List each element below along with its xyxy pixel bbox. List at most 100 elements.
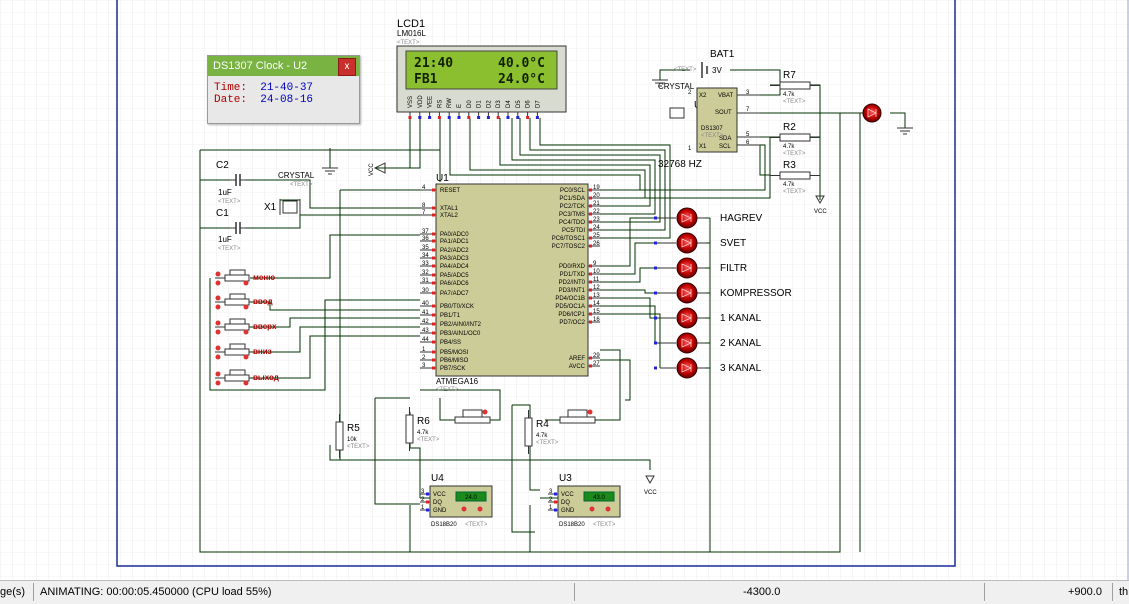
mcu-pin-name: PD2/INT0 — [559, 280, 586, 286]
c1-value: 1uF — [218, 235, 232, 244]
sensor-reading: 24.0 — [465, 495, 477, 501]
crystal-x1[interactable]: CRYSTAL <TEXT> X1 — [264, 171, 315, 215]
sensor-ref: U3 — [559, 473, 572, 484]
mcu-pin-num: 41 — [422, 310, 429, 316]
mcu-pin-num: 34 — [422, 253, 429, 259]
button-1[interactable]: меню — [215, 269, 275, 286]
button-3[interactable]: вверх — [215, 318, 277, 335]
lcd-pin-label: VEE — [428, 96, 434, 108]
sensor-model: DS18B20 — [431, 522, 457, 528]
resistor-r2[interactable]: R24.7k<TEXT> — [770, 122, 820, 157]
button-5[interactable]: выход — [215, 369, 279, 386]
rtc-pin-sout: SOUT — [715, 110, 732, 116]
mcu-pin-name: PC4/TDO — [559, 220, 585, 226]
lcd-pin-label: D3 — [496, 100, 502, 108]
led-label: FILTR — [720, 263, 747, 274]
resistor-value: 4.7k — [783, 144, 795, 150]
capacitor-c1[interactable]: C1 1uF <TEXT> — [216, 208, 246, 252]
rtc-text-tag: <TEXT> — [701, 133, 724, 139]
mcu-pin-num: 27 — [593, 361, 600, 367]
mcu-pin-name: PD4/OC1B — [555, 296, 585, 302]
button-label: вниз — [253, 347, 272, 356]
sensor-reading: 43.0 — [593, 495, 605, 501]
popup-titlebar[interactable]: DS1307 Clock - U2 x — [208, 56, 359, 76]
ds1307-clock-popup[interactable]: DS1307 Clock - U2 x Time: 21-40-37 Date:… — [207, 55, 360, 124]
resistor-text-tag: <TEXT> — [783, 99, 806, 105]
mcu-pin-num: 11 — [593, 277, 600, 283]
vcc-right: VCC — [814, 195, 827, 215]
mcu-pin-num: 19 — [593, 185, 600, 191]
lcd-pin-label: D7 — [535, 100, 541, 108]
popup-close-button[interactable]: x — [338, 58, 356, 76]
mcu-pin-name: PC3/TMS — [559, 212, 585, 218]
sensor-model: DS18B20 — [559, 522, 585, 528]
rtc-ds1307[interactable]: U2 X2 X1 VBAT SOUT SDA SCL DS1307 <TEXT>… — [658, 82, 760, 170]
mcu-pin-num: 26 — [593, 241, 600, 247]
led-label: 2 KANAL — [720, 338, 762, 349]
mcu-pin-num: 4 — [422, 185, 426, 191]
rtc-pin-num-5: 5 — [746, 132, 750, 138]
mcu-pin-name: PA3/ADC3 — [440, 256, 469, 262]
mcu-pin-num: 25 — [593, 233, 600, 239]
schematic-canvas[interactable]: LCD1 LM016L <TEXT> 21:40 40.0°C FB1 24.0… — [0, 0, 1129, 580]
date-label: Date: — [214, 94, 248, 106]
mcu-pin-name: PD5/OC1A — [555, 304, 585, 310]
led-1[interactable]: HAGREV — [654, 207, 763, 229]
sensor-button-a[interactable] — [454, 409, 491, 424]
button-4[interactable]: вниз — [215, 343, 272, 360]
mcu-pin-num: 13 — [593, 293, 600, 299]
mcu-pin-name: PD0/RXD — [559, 264, 586, 270]
led-rtc-out[interactable] — [862, 103, 882, 123]
sensor-button-b[interactable] — [559, 409, 596, 424]
led-label: 3 KANAL — [720, 363, 762, 374]
mcu-pin-num: 23 — [593, 217, 600, 223]
led-7[interactable]: 3 KANAL — [654, 357, 762, 379]
mcu-pin-num: 44 — [422, 337, 429, 343]
battery-value: 3V — [712, 66, 722, 75]
mcu-pin-num: 1 — [422, 347, 426, 353]
resistor-r7[interactable]: R74.7k<TEXT> — [770, 70, 820, 105]
lcd-pin-label: D0 — [467, 100, 473, 108]
mcu-pin-name: PB3/AIN1/OC0 — [440, 331, 481, 337]
led-3[interactable]: FILTR — [654, 257, 747, 279]
mcu-pin-name: PA1/ADC1 — [440, 239, 469, 245]
c2-text-tag: <TEXT> — [218, 199, 241, 205]
led-6[interactable]: 2 KANAL — [654, 332, 762, 354]
sensor-ref: U4 — [431, 473, 444, 484]
battery-bat1[interactable]: BAT1 3V <TEXT> — [652, 49, 735, 87]
rtc-crystal — [669, 107, 685, 119]
led-2[interactable]: SVET — [654, 232, 746, 254]
mcu-pin-num: 36 — [422, 236, 429, 242]
mcu-pin-name: XTAL2 — [440, 213, 459, 219]
rtc-pin-num-3: 3 — [746, 90, 750, 96]
resistor-ref: R5 — [347, 423, 360, 434]
resistor-r6[interactable]: R64.7k<TEXT> — [405, 407, 440, 451]
resistor-value: 4.7k — [783, 92, 795, 98]
time-label: Time: — [214, 82, 248, 94]
schematic-drawing[interactable]: LCD1 LM016L <TEXT> 21:40 40.0°C FB1 24.0… — [0, 0, 1129, 580]
mcu-pin-num: 22 — [593, 209, 600, 215]
resistor-ref: R3 — [783, 160, 796, 171]
capacitor-c2[interactable]: C2 1uF <TEXT> — [216, 160, 246, 205]
date-value: 24-08-16 — [260, 94, 314, 106]
button-2[interactable]: ввод — [215, 293, 273, 310]
resistor-value: 4.7k — [536, 433, 548, 439]
lcd-screen — [405, 50, 558, 90]
mcu-pin-name: PB7/SCK — [440, 366, 465, 372]
sensor-pin-num: 1 — [549, 505, 553, 511]
led-4[interactable]: KOMPRESSOR — [654, 282, 792, 304]
led-5[interactable]: 1 KANAL — [654, 307, 762, 329]
resistor-r4[interactable]: R44.7k<TEXT> — [524, 410, 559, 454]
resistor-r3[interactable]: R34.7k<TEXT> — [770, 160, 820, 195]
resistors: R74.7k<TEXT>R24.7k<TEXT>R34.7k<TEXT>R510… — [335, 70, 820, 458]
mcu-pin-num: 16 — [593, 317, 600, 323]
c2-ref: C2 — [216, 160, 229, 171]
sensor-pin-name: GND — [433, 508, 447, 514]
lcd-display[interactable]: LCD1 LM016L <TEXT> 21:40 40.0°C FB1 24.0… — [396, 18, 567, 119]
c2-value: 1uF — [218, 188, 232, 197]
